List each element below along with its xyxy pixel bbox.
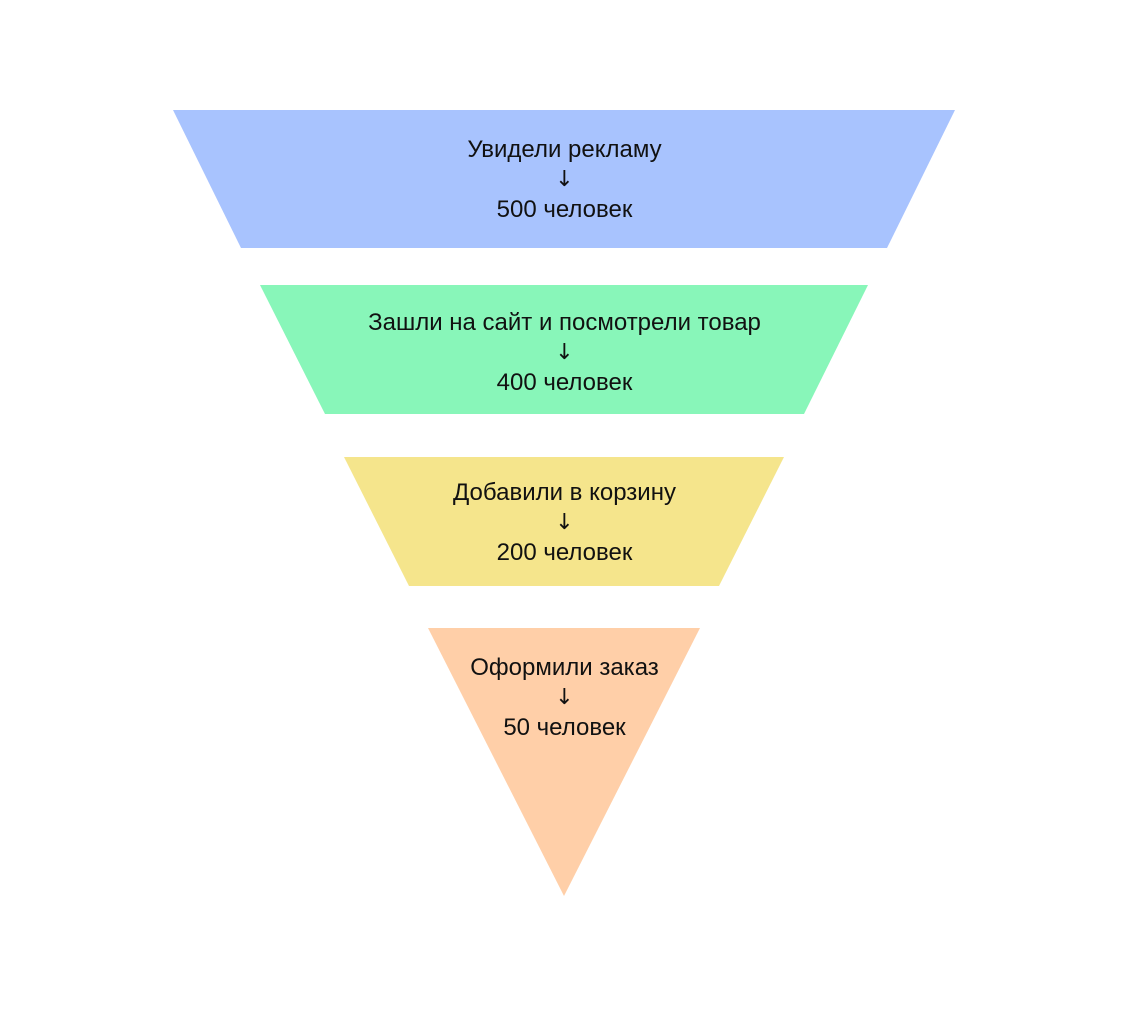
- stage-2-arrow-icon: ↓: [555, 340, 574, 365]
- stage-4-arrow-icon: ↓: [555, 685, 574, 710]
- funnel-stage-2-shape: [260, 285, 868, 414]
- funnel-stage-1-shape: [173, 110, 955, 248]
- funnel-stage-3: Добавили в корзину ↓ 200 человек: [0, 478, 1129, 568]
- funnel-stage-4-shape: [428, 628, 700, 896]
- stage-2-count: 400 человек: [496, 369, 633, 396]
- stage-1-arrow-icon: ↓: [555, 167, 574, 192]
- stage-3-label: Добавили в корзину: [453, 479, 676, 506]
- stage-4-label: Оформили заказ: [470, 654, 659, 681]
- stage-3-count: 200 человек: [496, 539, 633, 566]
- funnel-stage-4: Оформили заказ ↓ 50 человек: [0, 653, 1129, 743]
- funnel-stage-1: Увидели рекламу ↓ 500 человек: [0, 135, 1129, 225]
- stage-4-count: 50 человек: [503, 714, 626, 741]
- stage-1-label: Увидели рекламу: [467, 136, 662, 163]
- funnel-stage-3-shape: [344, 457, 784, 586]
- stage-1-count: 500 человек: [496, 196, 633, 223]
- funnel-stage-2: Зашли на сайт и посмотрели товар ↓ 400 ч…: [0, 308, 1129, 398]
- stage-2-label: Зашли на сайт и посмотрели товар: [368, 309, 761, 336]
- stage-3-arrow-icon: ↓: [555, 510, 574, 535]
